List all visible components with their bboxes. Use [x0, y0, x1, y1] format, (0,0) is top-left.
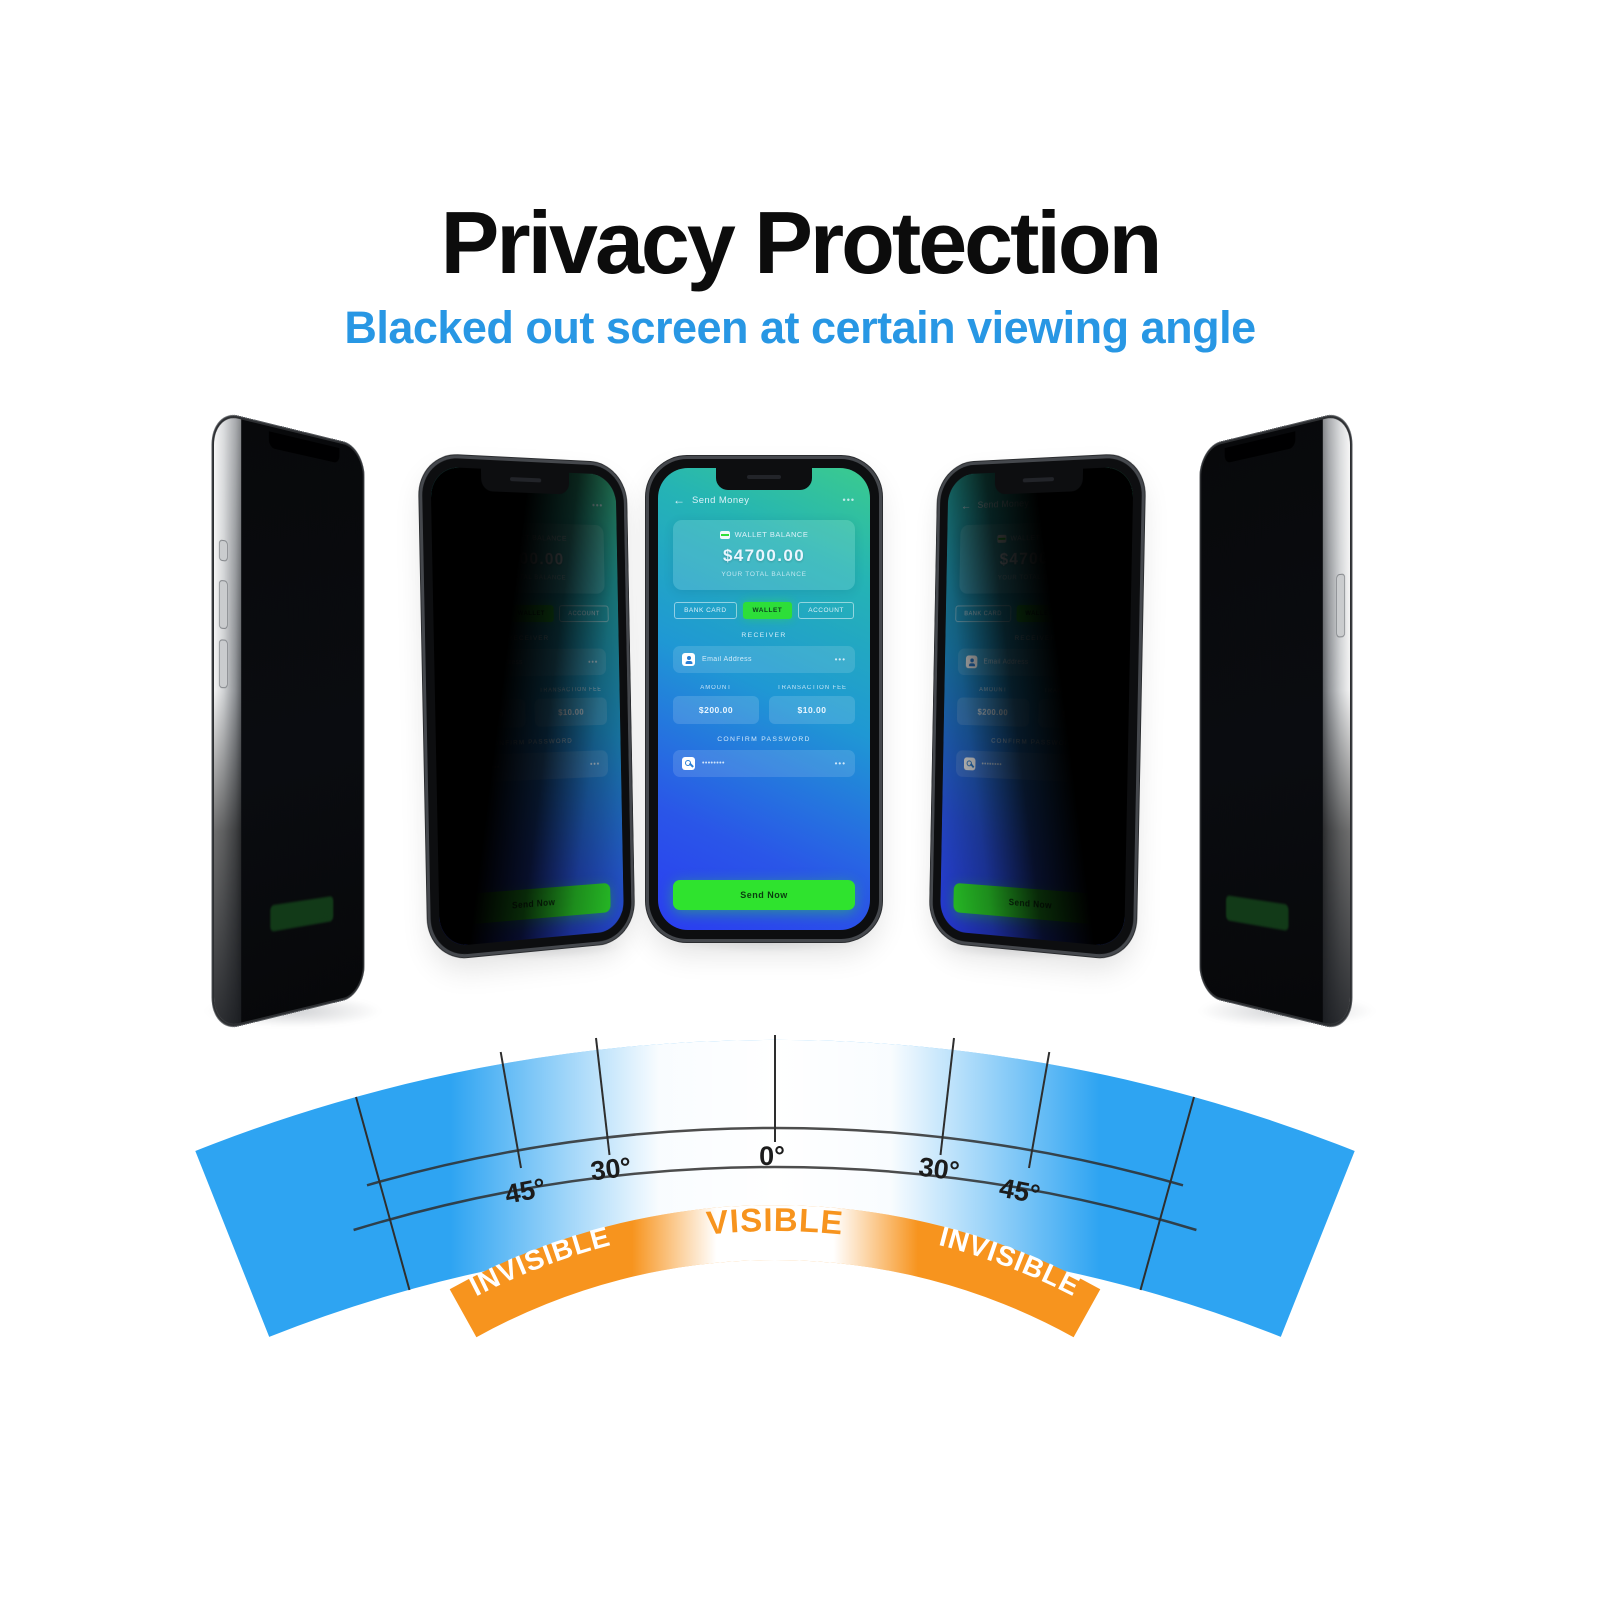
amount-row: AMOUNT $200.00 TRANSACTION FEE $10.00 — [673, 685, 855, 724]
fee-label: TRANSACTION FEE — [777, 685, 847, 691]
phone-right-invisible — [1201, 412, 1351, 1030]
angle-line-edge-right — [1139, 1096, 1195, 1291]
balance-label: Wallet Balance — [734, 530, 809, 539]
angle-line-30-right — [939, 1037, 955, 1156]
balance-card: Wallet Balance $4700.00 Your Total Balan… — [673, 520, 855, 590]
receiver-input: Email Address ••• — [673, 646, 855, 673]
balance-account-row: Wallet Balance — [681, 530, 847, 539]
account-tabs: BANK CARD WALLET ACCOUNT — [673, 602, 855, 619]
password-section-label: CONFIRM PASSWORD — [717, 736, 811, 743]
phone-body: ← Send Money ••• Wallet Balance $4700.00… — [649, 459, 879, 939]
balance-amount: $4700.00 — [722, 546, 806, 565]
more-dots-icon: ••• — [834, 759, 846, 768]
visible-screen: ← Send Money ••• Wallet Balance $4700.00… — [658, 468, 870, 930]
mute-switch — [218, 539, 228, 562]
partially-darkened-screen: ← Send Money ••• Wallet Balance $4700.00… — [939, 466, 1134, 948]
angle-label-30-right: 30° — [917, 1152, 961, 1187]
banking-app: ← Send Money ••• Wallet Balance $4700.00… — [658, 468, 870, 930]
notch — [716, 468, 812, 490]
angle-line-45-left — [499, 1051, 522, 1169]
partially-darkened-screen: ← Send Money ••• Wallet Balance $4700.00… — [430, 466, 625, 948]
phone-body: ← Send Money ••• Wallet Balance $4700.00… — [932, 456, 1143, 958]
back-arrow-icon: ← — [673, 493, 685, 507]
faint-button-glow — [1225, 895, 1289, 932]
notch — [268, 431, 340, 464]
amount-value: $200.00 — [673, 696, 759, 724]
phone-midright-partial: ← Send Money ••• Wallet Balance $4700.00… — [932, 456, 1143, 958]
tab-bank-card: BANK CARD — [674, 602, 737, 619]
phone-body — [1201, 412, 1351, 1030]
faint-button-glow — [270, 895, 334, 932]
amount-field: AMOUNT $200.00 — [673, 685, 759, 724]
password-input: •••••••• ••• — [673, 750, 855, 777]
angle-band-blue-fade — [195, 1039, 1355, 1337]
fee-field: TRANSACTION FEE $10.00 — [769, 685, 855, 724]
phone-side-rail — [213, 412, 242, 1030]
page-title: Privacy Protection — [440, 193, 1163, 292]
fee-value: $10.00 — [769, 696, 855, 724]
app-title: Send Money — [692, 494, 750, 506]
person-icon — [682, 653, 695, 666]
blacked-out-screen — [1201, 419, 1323, 1023]
phone-side-rail — [1322, 412, 1351, 1030]
privacy-shade — [430, 466, 625, 948]
tab-account: ACCOUNT — [798, 602, 854, 619]
blacked-out-screen — [241, 419, 363, 1023]
notch — [1224, 431, 1296, 464]
phone-body: ← Send Money ••• Wallet Balance $4700.00… — [421, 456, 632, 958]
more-dots-icon: ••• — [834, 655, 846, 664]
notch — [480, 468, 570, 495]
zone-band-orange-fade — [449, 1205, 1101, 1338]
key-icon — [682, 757, 695, 770]
guide-arc-inner — [353, 1165, 1197, 1232]
menu-dots-icon: ••• — [842, 495, 855, 505]
angle-line-edge-left — [355, 1096, 411, 1291]
privacy-shade — [939, 466, 1134, 948]
page-subtitle: Blacked out screen at certain viewing an… — [344, 302, 1256, 353]
tab-wallet-active: WALLET — [742, 602, 793, 619]
volume-down-button — [218, 639, 228, 689]
angle-label-30-left: 30° — [589, 1152, 633, 1187]
phone-midleft-partial: ← Send Money ••• Wallet Balance $4700.00… — [421, 456, 632, 958]
angle-label-0: 0° — [759, 1141, 785, 1171]
angle-line-30-left — [595, 1037, 611, 1156]
volume-up-button — [218, 579, 228, 630]
angle-line-45-right — [1028, 1051, 1051, 1169]
phone-left-invisible — [213, 412, 363, 1030]
password-placeholder: •••••••• — [702, 760, 725, 767]
power-button — [1336, 573, 1346, 638]
receiver-placeholder: Email Address — [702, 656, 752, 663]
app-navbar: ← Send Money ••• — [673, 494, 855, 506]
receiver-section-label: RECEIVER — [741, 632, 787, 639]
amount-label: AMOUNT — [700, 685, 732, 691]
phone-center-visible: ← Send Money ••• Wallet Balance $4700.00… — [649, 459, 879, 939]
notch — [994, 468, 1084, 495]
phone-body — [213, 412, 363, 1030]
wallet-icon — [719, 530, 730, 539]
send-now-button: Send Now — [673, 880, 855, 910]
balance-caption: Your Total Balance — [721, 571, 807, 578]
